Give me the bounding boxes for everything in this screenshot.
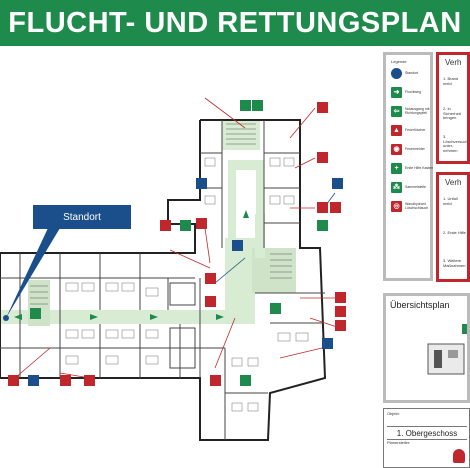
legend-item: ⁂Sammelstelle bbox=[391, 181, 433, 193]
objekt-info-panel: Objekt: 1. Obergeschoss Planersteller: bbox=[383, 408, 470, 468]
uebersichtsplan-title: Übersichtsplan bbox=[390, 300, 450, 310]
floor-plan bbox=[0, 97, 346, 441]
verhalten-brandfall-panel: Verh 1. Brand meld 2. In Sicherheit brin… bbox=[436, 52, 470, 164]
escape-arrow bbox=[90, 314, 98, 320]
legend-item: ➜Fluchtweg bbox=[391, 86, 433, 98]
extinguisher-icon: ▲ bbox=[391, 124, 402, 136]
escape-arrow bbox=[150, 314, 158, 320]
extinguisher-icon bbox=[8, 375, 19, 386]
escape-arrow-icon: ➜ bbox=[391, 86, 402, 98]
extinguisher-icon bbox=[210, 375, 221, 386]
legend-item: +Erste Hilfe Kasten bbox=[391, 162, 433, 174]
emergency-exit-icon bbox=[252, 100, 263, 111]
extinguisher-icon bbox=[205, 296, 216, 307]
fire-alarm-icon bbox=[84, 375, 95, 386]
emergency-exit-icon bbox=[240, 100, 251, 111]
location-dot-icon bbox=[28, 375, 39, 386]
fire-alarm-icon: ◉ bbox=[391, 143, 402, 155]
extinguisher-icon bbox=[60, 375, 71, 386]
objekt-label: Objekt: bbox=[387, 411, 400, 416]
stair-west bbox=[28, 280, 50, 326]
legend-panel: Legende Standort ➜Fluchtweg ⇦Notausgang … bbox=[383, 52, 433, 281]
emergency-exit-icon bbox=[270, 303, 281, 314]
location-dot-icon bbox=[322, 338, 333, 349]
outer-wall-north bbox=[0, 120, 201, 254]
hydrant-icon bbox=[335, 306, 346, 317]
company-logo bbox=[453, 449, 465, 463]
emergency-exit-icon bbox=[30, 308, 41, 319]
first-aid-icon: + bbox=[391, 162, 402, 174]
extinguisher-icon bbox=[317, 202, 328, 213]
extinguisher-icon bbox=[196, 218, 207, 229]
location-dot-icon bbox=[332, 178, 343, 189]
verhalten-unfall-panel: Verh 1. Unfall meld 2. Erste Hilfe 3. We… bbox=[436, 172, 470, 282]
legend-title: Legende bbox=[391, 59, 407, 64]
fire-alarm-icon bbox=[335, 320, 346, 331]
sign-group bbox=[8, 100, 346, 386]
location-dot-icon bbox=[3, 315, 9, 321]
location-dot-icon bbox=[232, 240, 243, 251]
extinguisher-icon bbox=[160, 220, 171, 231]
extinguisher-icon bbox=[335, 292, 346, 303]
fire-alarm-icon bbox=[317, 152, 328, 163]
legend-item: ◎Wandhydrant Löschschlauch bbox=[391, 200, 433, 212]
hydrant-icon bbox=[330, 202, 341, 213]
location-dot-icon bbox=[391, 67, 402, 79]
first-aid-icon bbox=[180, 220, 191, 231]
emergency-exit-icon bbox=[240, 375, 251, 386]
standort-pointer bbox=[6, 228, 60, 318]
legend-item: ⇦Notausgang mit Richtungspfeil bbox=[391, 105, 433, 117]
emergency-exit-icon: ⇦ bbox=[391, 105, 402, 117]
central-hall bbox=[225, 238, 255, 318]
escape-arrow bbox=[243, 210, 249, 218]
main-corridor bbox=[0, 310, 255, 324]
overview-map bbox=[427, 324, 467, 375]
planersteller-label: Planersteller: bbox=[387, 440, 411, 445]
fire-alarm-icon bbox=[205, 273, 216, 284]
extinguisher-icon bbox=[317, 102, 328, 113]
floor-label: 1. Obergeschoss bbox=[387, 426, 467, 440]
legend-item: ▲Feuerlöscher bbox=[391, 124, 433, 136]
standort-label: Standort bbox=[33, 205, 131, 229]
assembly-point-icon: ⁂ bbox=[391, 181, 402, 193]
plan-header: FLUCHT- UND RETTUNGSPLAN bbox=[0, 0, 470, 46]
uebersichtsplan-panel: Übersichtsplan bbox=[383, 293, 470, 403]
legend-item: Standort bbox=[391, 67, 433, 79]
plan-title: FLUCHT- UND RETTUNGSPLAN bbox=[8, 6, 462, 39]
escape-arrow bbox=[216, 314, 224, 320]
legend-item: ◉Feuermelder bbox=[391, 143, 433, 155]
hydrant-icon: ◎ bbox=[391, 200, 402, 212]
first-aid-icon bbox=[317, 220, 328, 231]
location-dot-icon bbox=[196, 178, 207, 189]
escape-arrow bbox=[14, 314, 22, 320]
